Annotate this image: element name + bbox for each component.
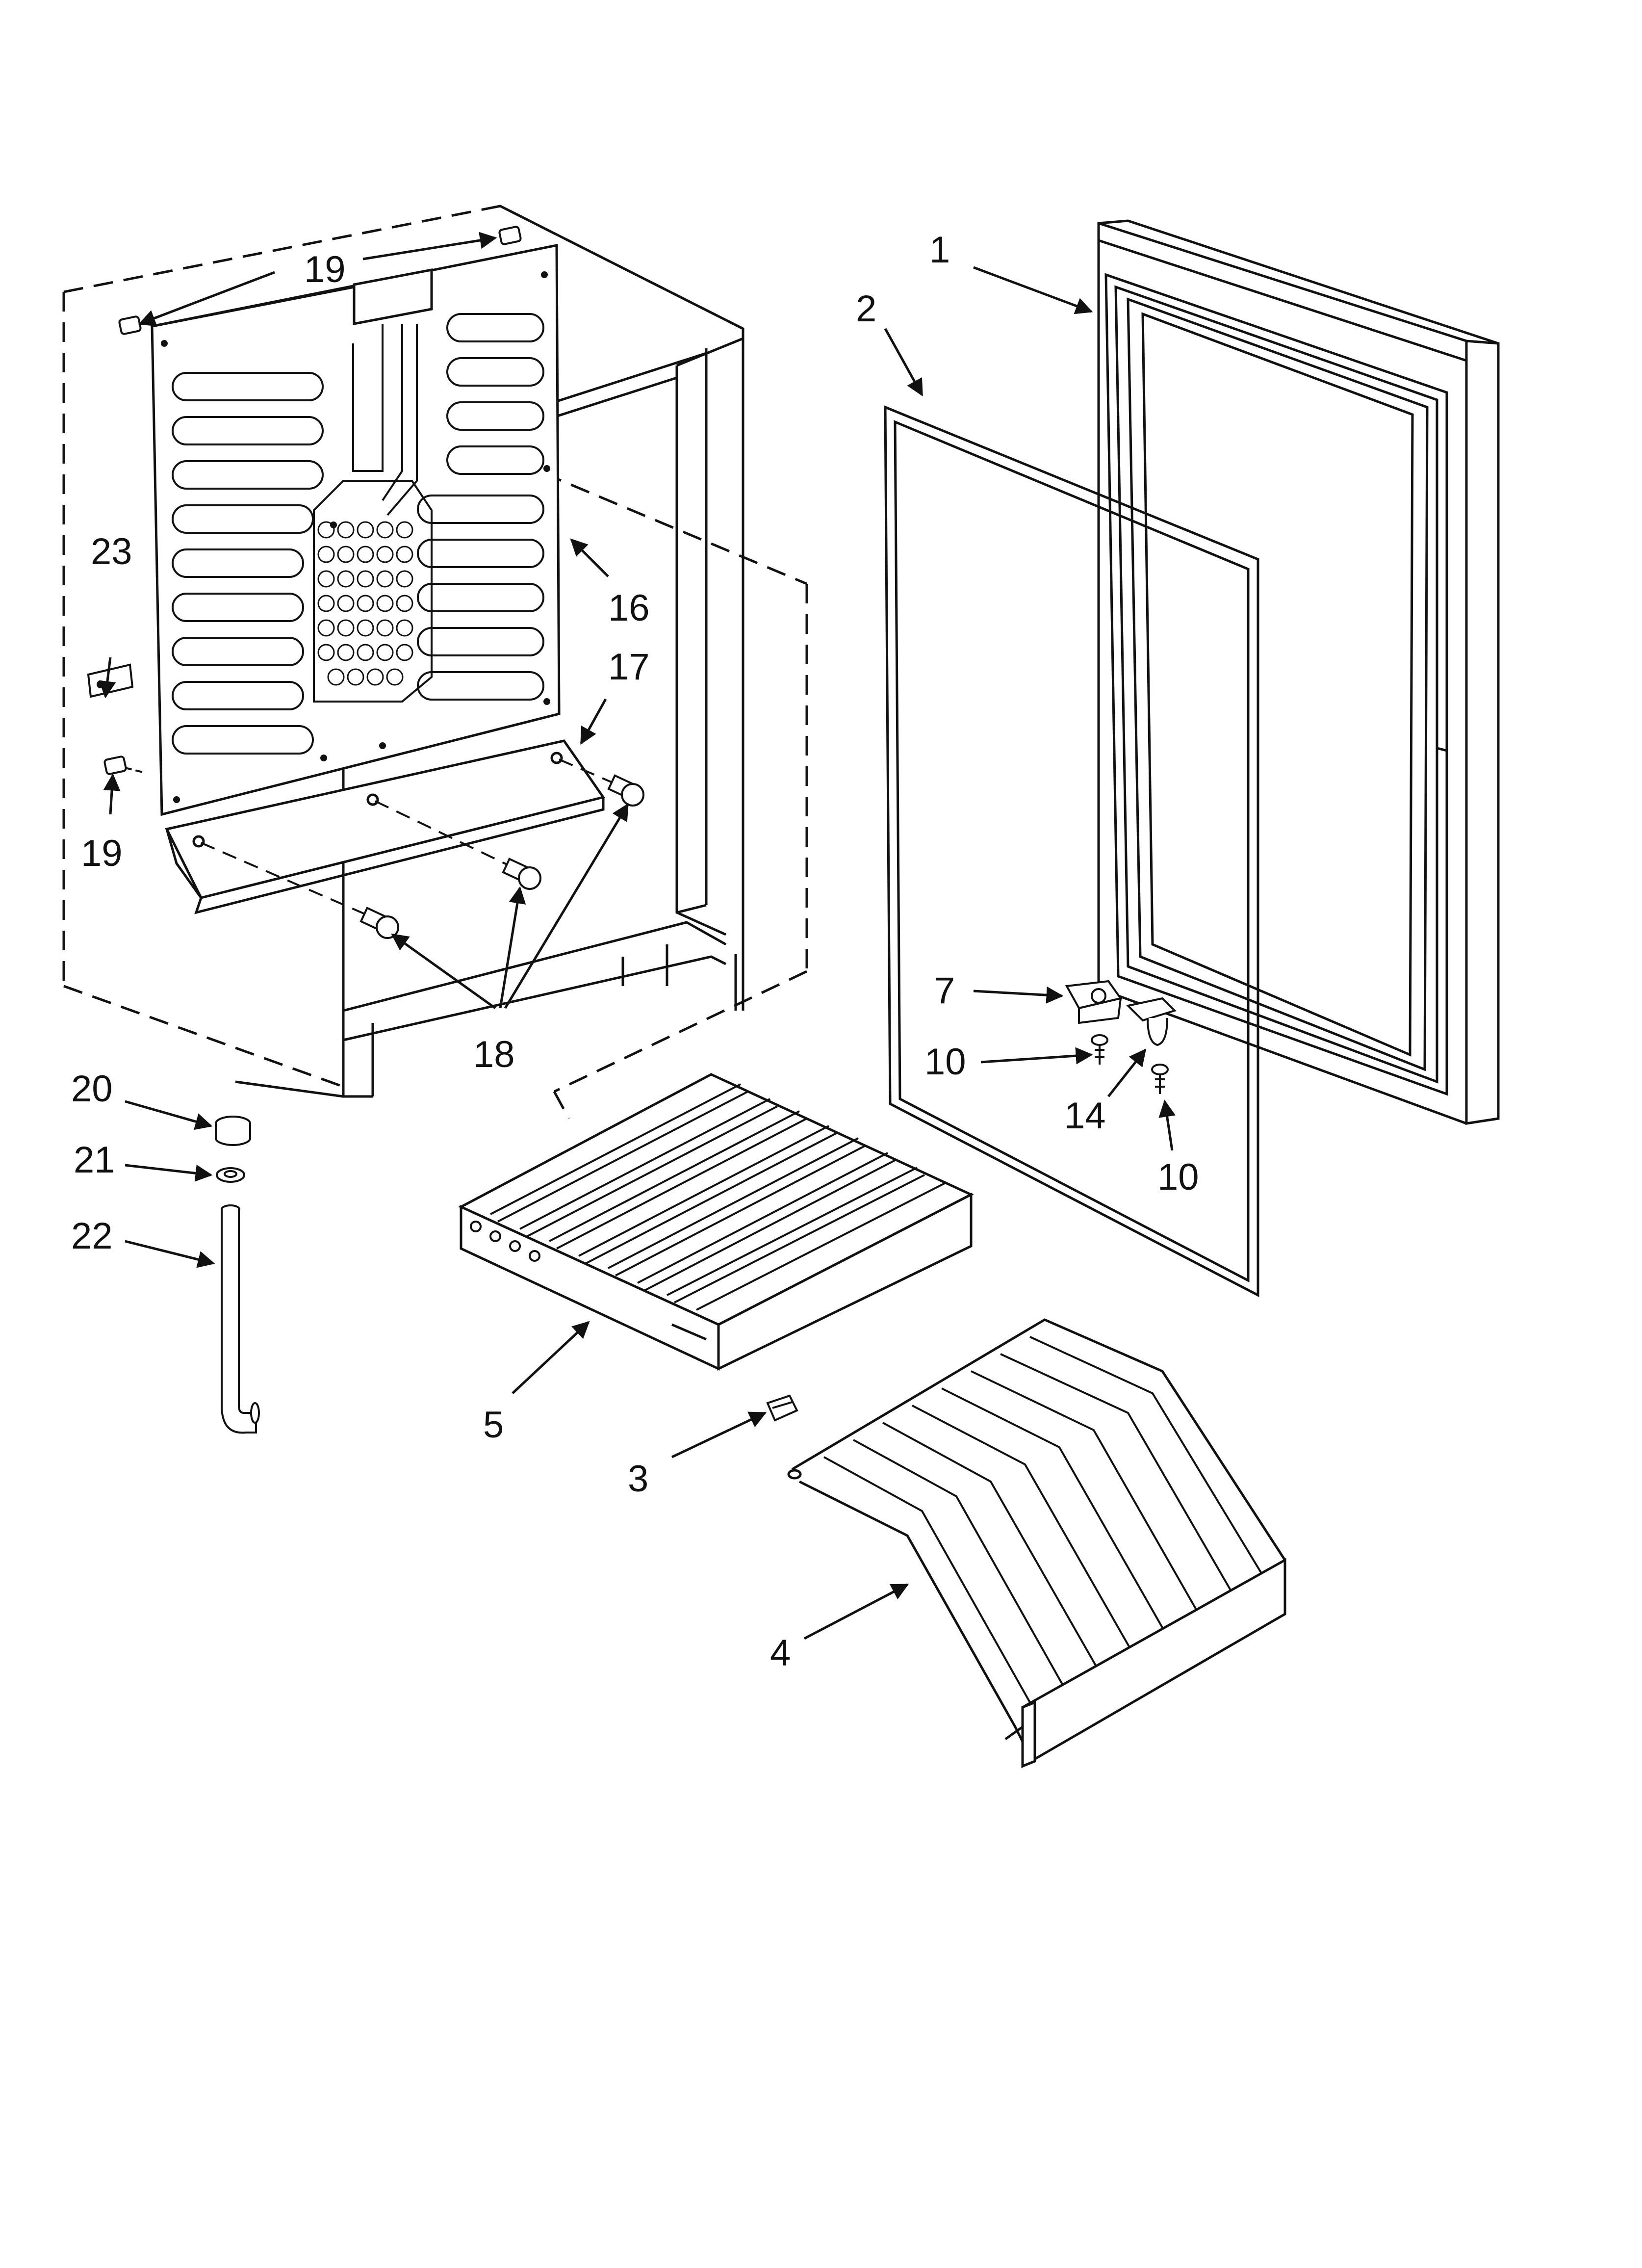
callout-16: 16 bbox=[608, 587, 650, 629]
shelf-clip-3 bbox=[768, 1396, 797, 1420]
screws-18 bbox=[201, 759, 643, 938]
evaporator-panel bbox=[152, 245, 559, 814]
callout-23: 23 bbox=[91, 531, 132, 573]
wine-rack-4 bbox=[789, 1320, 1285, 1766]
callout-2: 2 bbox=[856, 288, 876, 330]
bumpers-19 bbox=[104, 226, 521, 775]
callout-7: 7 bbox=[934, 970, 955, 1012]
door-frame bbox=[1099, 221, 1498, 1123]
screw-10-left bbox=[1092, 1035, 1107, 1065]
callout-18: 18 bbox=[473, 1034, 515, 1075]
drain-washer-21 bbox=[217, 1168, 244, 1182]
callout-5: 5 bbox=[483, 1404, 504, 1446]
callout-21: 21 bbox=[74, 1139, 115, 1181]
screw-10-right bbox=[1152, 1065, 1168, 1094]
door-gasket bbox=[885, 407, 1258, 1295]
drain-cap-20 bbox=[216, 1117, 250, 1145]
callout-17: 17 bbox=[608, 646, 650, 688]
callout-leaders bbox=[99, 232, 1176, 1640]
callout-19-bottom: 19 bbox=[81, 833, 123, 874]
callout-10-left: 10 bbox=[924, 1041, 966, 1083]
hinge-7 bbox=[1067, 981, 1121, 1023]
callout-3: 3 bbox=[628, 1458, 648, 1500]
callout-1: 1 bbox=[929, 229, 950, 271]
callout-14: 14 bbox=[1064, 1095, 1106, 1137]
callout-20: 20 bbox=[71, 1068, 113, 1110]
drain-tube-22 bbox=[222, 1205, 259, 1433]
callout-10-right: 10 bbox=[1157, 1156, 1199, 1198]
callout-22: 22 bbox=[71, 1215, 113, 1257]
evaporator-bracket bbox=[167, 741, 603, 912]
callout-4: 4 bbox=[770, 1632, 791, 1674]
clip-23 bbox=[88, 665, 132, 697]
wine-shelf-5 bbox=[461, 1074, 971, 1369]
callout-numbers: 1 2 19 23 16 17 19 18 7 10 14 10 20 21 2… bbox=[71, 229, 1199, 1674]
hinge-14 bbox=[1128, 998, 1175, 1045]
callout-19-top: 19 bbox=[304, 249, 346, 290]
